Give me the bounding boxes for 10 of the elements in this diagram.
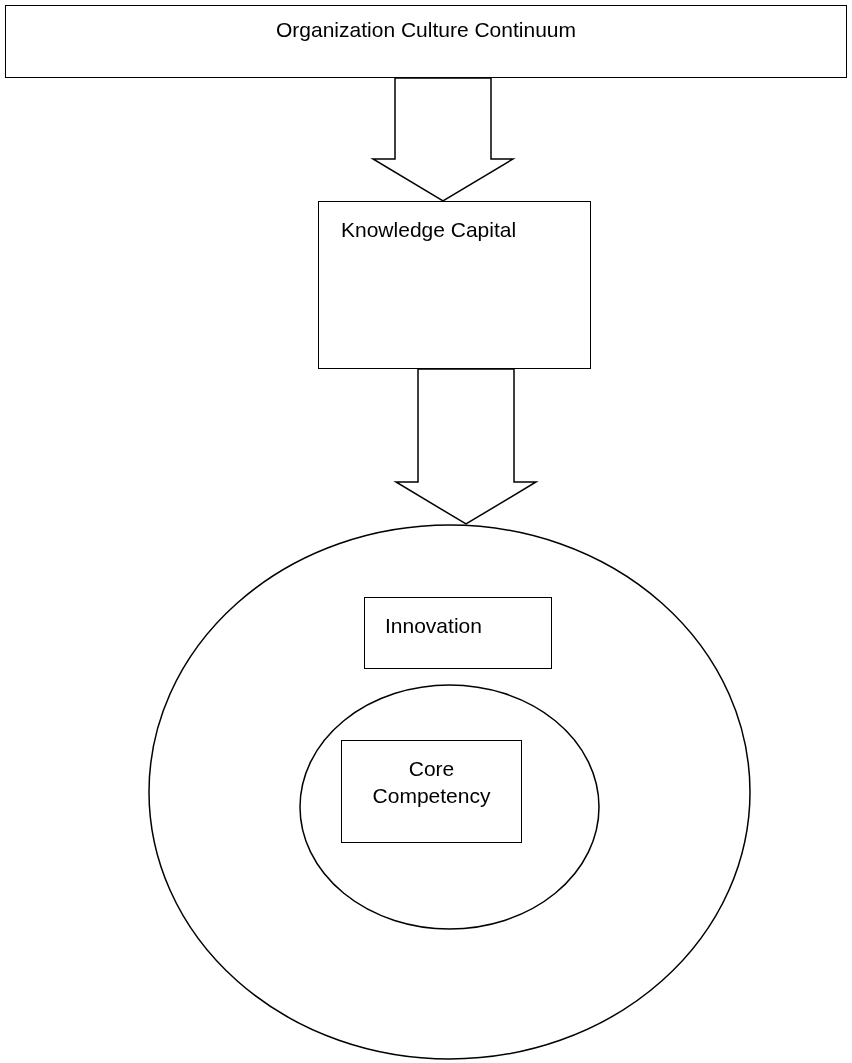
box-label: Innovation [385,613,483,639]
text-box [5,5,847,78]
text-box [318,201,591,369]
block-arrow [370,77,516,202]
text-box [364,597,552,669]
box-label: Core Competency [371,756,492,810]
box-label: Knowledge Capital [341,217,518,243]
box-label: Organization Culture Continuum [275,17,577,43]
text-box [341,740,522,843]
block-arrow [393,368,539,525]
